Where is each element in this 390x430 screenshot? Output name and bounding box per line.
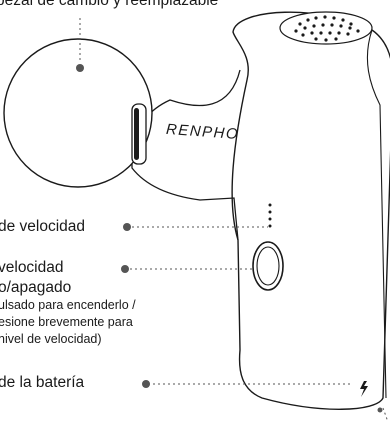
power-button-note-line2: esione brevemente para [0,315,133,329]
attachment-label: bezal de cambio y reemplazable [0,0,219,9]
callout-connectors [79,18,389,423]
callout-dots [76,64,383,413]
battery-bolt-icon [360,381,368,397]
power-button-note-line3: nivel de velocidad) [0,332,102,346]
speed-indicator-dots [268,203,272,228]
device-body [231,11,390,410]
power-button[interactable] [252,241,284,291]
speed-indicator-label: de velocidad [0,218,86,235]
brand-logo: RENPHO [165,121,239,143]
battery-indicator-label: de la batería [0,374,85,391]
vent-holes [294,15,360,42]
power-button-label-line1: velocidad [0,259,64,276]
ball-head [3,38,153,188]
body-contour-line [366,29,387,399]
power-button-label-line2: o/apagado [0,279,72,296]
power-button-note-line1: ulsado para encenderlo / [0,298,136,312]
